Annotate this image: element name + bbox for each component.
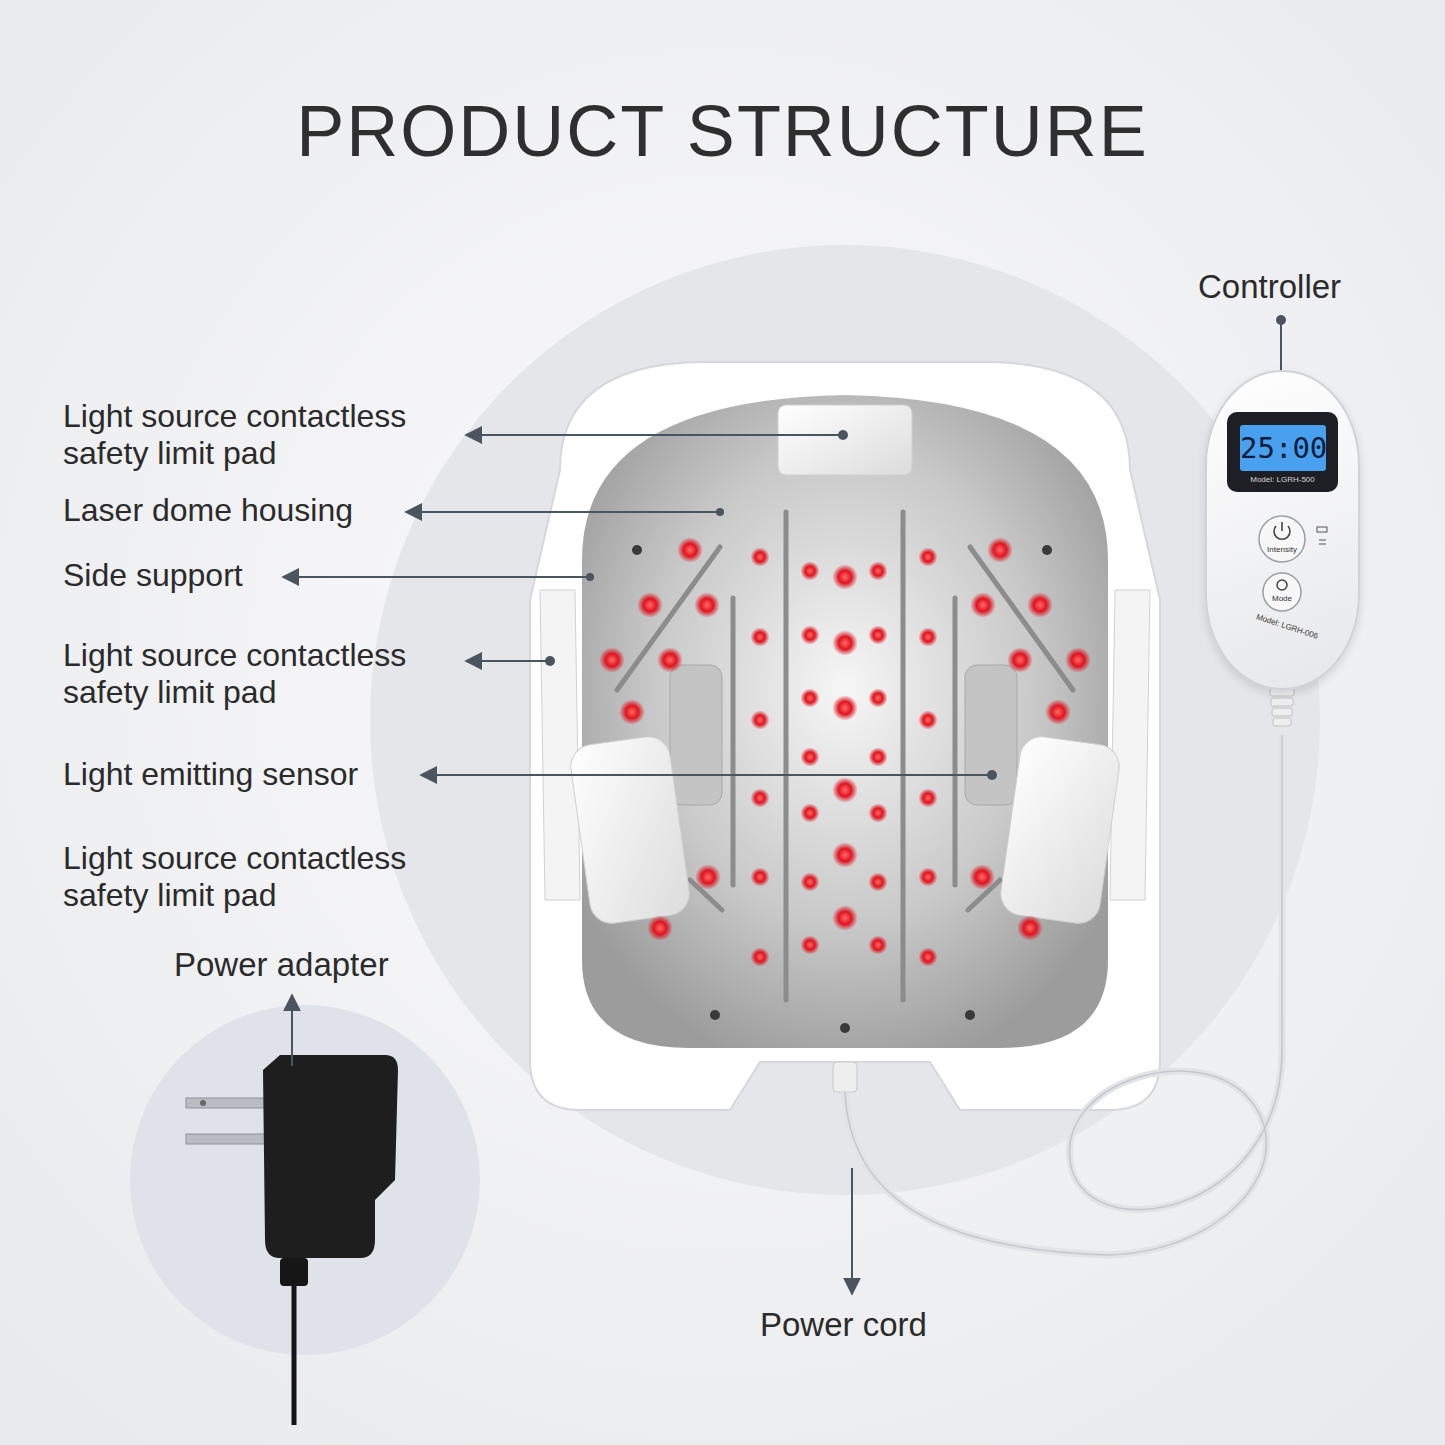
model-text: Model: LGRH-006 [1238, 607, 1336, 647]
light-dot [969, 864, 995, 890]
light-dot [695, 864, 721, 890]
light-dot [832, 564, 858, 590]
light-dot [868, 747, 887, 766]
light-dot [750, 788, 769, 807]
light-dot [800, 872, 819, 891]
light-dot [647, 915, 673, 941]
light-dot [750, 627, 769, 646]
controller-body: 25:00Model: LGRH-500IntensityModeModel: … [1205, 370, 1360, 690]
light-dot [800, 747, 819, 766]
part-label: Power cord [760, 1306, 1060, 1344]
light-dot [832, 630, 858, 656]
light-dot [800, 561, 819, 580]
part-label: Light source contactless safety limit pa… [63, 840, 463, 914]
light-dot [868, 625, 887, 644]
light-dot [918, 947, 937, 966]
part-label: Light source contactless safety limit pa… [63, 398, 463, 472]
light-dot [868, 935, 887, 954]
display-time: 25:00 [1240, 428, 1326, 468]
light-dot [677, 537, 703, 563]
light-dot [599, 647, 625, 673]
light-dot [970, 592, 996, 618]
part-label: Laser dome housing [63, 492, 463, 529]
title: PRODUCT STRUCTURE [0, 92, 1445, 171]
light-dot [800, 803, 819, 822]
part-label: Controller [1198, 268, 1418, 306]
light-dot [750, 710, 769, 729]
light-dot [832, 777, 858, 803]
light-dot [1065, 647, 1091, 673]
part-label: Side support [63, 557, 463, 594]
light-dot [1045, 699, 1071, 725]
light-dot [918, 627, 937, 646]
light-dot [750, 867, 769, 886]
light-dot [750, 947, 769, 966]
light-dot [868, 872, 887, 891]
light-dot [800, 935, 819, 954]
light-dot [637, 592, 663, 618]
light-dot [832, 905, 858, 931]
controller-details [1207, 372, 1358, 688]
light-dot [832, 695, 858, 721]
light-dot [868, 561, 887, 580]
light-dot [868, 688, 887, 707]
light-dot [918, 547, 937, 566]
button-label: Mode [1257, 594, 1307, 604]
light-dot [1017, 915, 1043, 941]
light-dot [619, 699, 645, 725]
light-dot [657, 647, 683, 673]
light-dot [1027, 592, 1053, 618]
light-dot [868, 803, 887, 822]
part-label: Power adapter [174, 946, 474, 984]
light-dot [918, 710, 937, 729]
part-label: Light emitting sensor [63, 756, 463, 793]
light-dot [987, 537, 1013, 563]
light-dot [800, 688, 819, 707]
light-dot [918, 788, 937, 807]
model-text: Model: LGRH-500 [1227, 475, 1338, 485]
light-dot [750, 547, 769, 566]
light-dot [832, 842, 858, 868]
light-dot [1007, 647, 1033, 673]
light-dot [694, 592, 720, 618]
part-label: Light source contactless safety limit pa… [63, 637, 463, 711]
button-label: Intensity [1257, 545, 1307, 555]
light-dot [918, 867, 937, 886]
light-dot [800, 625, 819, 644]
